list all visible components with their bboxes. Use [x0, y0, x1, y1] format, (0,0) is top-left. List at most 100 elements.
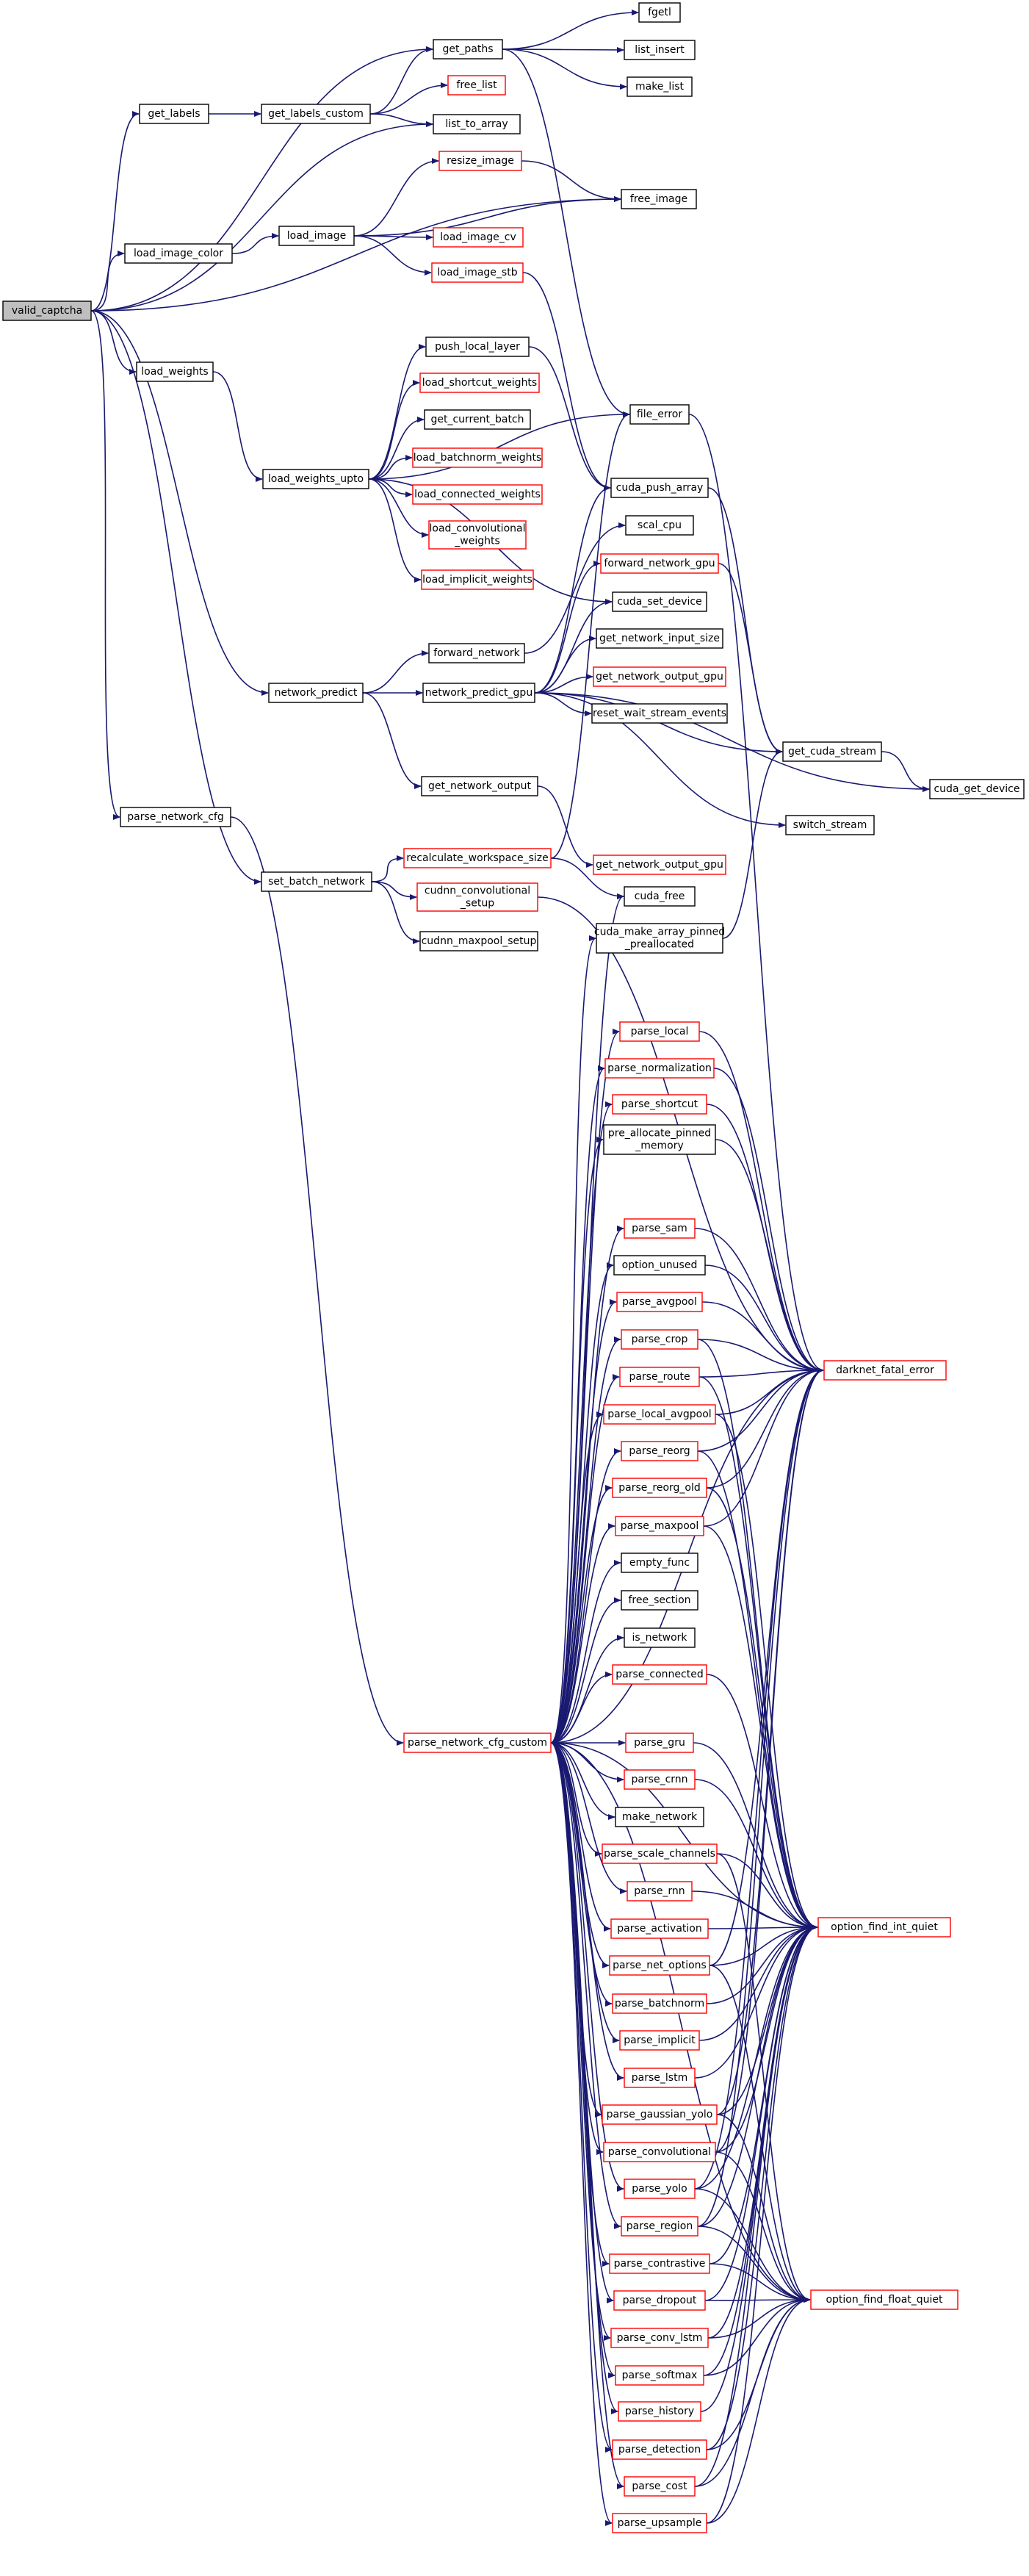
node-load-weights-upto[interactable]: load_weights_upto: [262, 469, 369, 489]
node-make-network[interactable]: make_network: [615, 1807, 704, 1827]
node-get-current-batch[interactable]: get_current_batch: [424, 409, 531, 430]
node-parse-network-cfg[interactable]: parse_network_cfg: [120, 807, 231, 827]
node-load-implicit-weights[interactable]: load_implicit_weights: [421, 569, 534, 590]
edge-parse-connected-to-option-find-int-quiet: [706, 1674, 818, 1930]
node-make-list[interactable]: make_list: [627, 76, 693, 97]
node-get-cuda-stream[interactable]: get_cuda_stream: [782, 741, 882, 762]
node-box: [433, 114, 521, 134]
node-cuda-free[interactable]: cuda_free: [624, 886, 696, 907]
node-load-image-stb[interactable]: load_image_stb: [431, 262, 524, 283]
node-parse-activation[interactable]: parse_activation: [610, 1918, 709, 1939]
edge-parse-region-to-option-find-int-quiet: [697, 1924, 818, 2227]
node-parse-contrastive[interactable]: parse_contrastive: [609, 2253, 710, 2274]
node-parse-batchnorm[interactable]: parse_batchnorm: [612, 1993, 707, 2014]
node-parse-scale-channels[interactable]: parse_scale_channels: [602, 1843, 718, 1864]
node-parse-upsample[interactable]: parse_upsample: [612, 2513, 707, 2533]
node-recalculate-workspace-size[interactable]: recalculate_workspace_size: [403, 848, 552, 868]
node-load-shortcut-weights[interactable]: load_shortcut_weights: [419, 373, 540, 393]
edge-get-labels-custom-to-free-list: [369, 82, 448, 115]
node-parse-lstm[interactable]: parse_lstm: [624, 2068, 696, 2088]
node-parse-maxpool[interactable]: parse_maxpool: [615, 1516, 704, 1536]
node-parse-implicit[interactable]: parse_implicit: [619, 2030, 700, 2051]
node-parse-rnn[interactable]: parse_rnn: [627, 1881, 693, 1902]
node-get-network-input-size[interactable]: get_network_input_size: [596, 628, 723, 649]
node-option-find-int-quiet[interactable]: option_find_int_quiet: [817, 1917, 951, 1938]
node-get-labels-custom[interactable]: get_labels_custom: [261, 104, 371, 124]
node-parse-reorg[interactable]: parse_reorg: [621, 1441, 698, 1461]
node-parse-normalization[interactable]: parse_normalization: [604, 1058, 715, 1079]
edge-parse-cost-to-option-find-int-quiet: [694, 1924, 818, 2487]
node-load-weights[interactable]: load_weights: [136, 361, 214, 382]
node-forward-network-gpu[interactable]: forward_network_gpu: [600, 553, 719, 574]
node-parse-crop[interactable]: parse_crop: [621, 1329, 698, 1350]
node-reset-wait-stream-events[interactable]: reset_wait_stream_events: [591, 703, 728, 724]
node-parse-net-options[interactable]: parse_net_options: [609, 1955, 710, 1976]
node-parse-yolo[interactable]: parse_yolo: [624, 2179, 696, 2199]
node-list-to-array[interactable]: list_to_array: [433, 114, 521, 134]
node-parse-gaussian-yolo[interactable]: parse_gaussian_yolo: [602, 2104, 718, 2125]
node-load-image[interactable]: load_image: [278, 226, 355, 246]
node-free-list[interactable]: free_list: [447, 75, 506, 96]
node-parse-reorg-old[interactable]: parse_reorg_old: [612, 1478, 707, 1498]
node-valid-captcha[interactable]: valid_captcha: [2, 301, 92, 321]
node-resize-image[interactable]: resize_image: [438, 151, 522, 171]
node-list-insert[interactable]: list_insert: [624, 40, 696, 60]
node-parse-cost[interactable]: parse_cost: [624, 2476, 696, 2497]
node-parse-avgpool[interactable]: parse_avgpool: [616, 1292, 703, 1312]
node-free-section[interactable]: free_section: [621, 1590, 698, 1611]
node-parse-sam[interactable]: parse_sam: [624, 1218, 696, 1239]
node-parse-history[interactable]: parse_history: [618, 2401, 701, 2422]
node-network-predict-gpu[interactable]: network_predict_gpu: [422, 683, 535, 703]
node-parse-dropout[interactable]: parse_dropout: [613, 2290, 706, 2311]
node-box: [625, 1733, 694, 1753]
node-parse-local-avgpool[interactable]: parse_local_avgpool: [603, 1404, 716, 1425]
node-parse-conv-lstm[interactable]: parse_conv_lstm: [610, 2328, 709, 2348]
node-parse-network-cfg-custom[interactable]: parse_network_cfg_custom: [403, 1733, 552, 1753]
node-cuda-set-device[interactable]: cuda_set_device: [612, 591, 707, 612]
node-load-connected-weights[interactable]: load_connected_weights: [412, 484, 543, 505]
node-forward-network[interactable]: forward_network: [428, 643, 525, 663]
node-parse-crnn[interactable]: parse_crnn: [624, 1769, 696, 1790]
node-switch-stream[interactable]: switch_stream: [785, 815, 875, 835]
node-file-error[interactable]: file_error: [629, 404, 690, 425]
node-get-labels[interactable]: get_labels: [139, 104, 209, 124]
node-darknet-fatal-error[interactable]: darknet_fatal_error: [823, 1360, 947, 1381]
node-load-batchnorm-weights[interactable]: load_batchnorm_weights: [412, 447, 543, 468]
node-get-network-output[interactable]: get_network_output: [421, 776, 538, 796]
node-parse-gru[interactable]: parse_gru: [625, 1733, 694, 1753]
node-cudnn-maxpool-setup[interactable]: cudnn_maxpool_setup: [419, 931, 538, 951]
node-get-network-output-gpu2[interactable]: get_network_output_gpu: [593, 855, 726, 875]
node-scal-cpu[interactable]: scal_cpu: [625, 515, 694, 536]
node-parse-route[interactable]: parse_route: [619, 1367, 700, 1387]
node-load-convolutional-weights[interactable]: load_convolutional_weights: [428, 520, 527, 550]
node-empty-func[interactable]: empty_func: [621, 1553, 698, 1573]
node-option-unused[interactable]: option_unused: [613, 1255, 706, 1276]
node-set-batch-network[interactable]: set_batch_network: [261, 871, 372, 892]
node-parse-detection[interactable]: parse_detection: [612, 2439, 707, 2460]
node-option-find-float-quiet[interactable]: option_find_float_quiet: [810, 2289, 958, 2310]
node-parse-connected[interactable]: parse_connected: [612, 1664, 707, 1685]
node-cuda-make-array-pinned-preallocated[interactable]: cuda_make_array_pinned_preallocated: [594, 923, 725, 954]
node-free-image[interactable]: free_image: [621, 189, 697, 209]
node-pre-allocate-pinned-memory[interactable]: pre_allocate_pinned_memory: [603, 1124, 716, 1155]
node-push-local-layer[interactable]: push_local_layer: [425, 337, 530, 357]
node-label: resize_image: [447, 155, 514, 167]
node-cuda-push-array[interactable]: cuda_push_array: [610, 478, 709, 498]
node-is-network[interactable]: is_network: [624, 1627, 696, 1648]
node-cudnn-convolutional-setup[interactable]: cudnn_convolutional_setup: [416, 882, 538, 912]
node-box: [268, 683, 364, 703]
edge-parse-convolutional-to-darknet-fatal-error: [715, 1367, 824, 2153]
node-load-image-cv[interactable]: load_image_cv: [433, 227, 524, 248]
node-cuda-get-device[interactable]: cuda_get_device: [929, 779, 1025, 799]
node-network-predict[interactable]: network_predict: [268, 683, 364, 703]
node-get-network-output-gpu[interactable]: get_network_output_gpu: [593, 666, 726, 687]
node-parse-local[interactable]: parse_local: [619, 1021, 700, 1042]
node-parse-convolutional[interactable]: parse_convolutional: [603, 2142, 716, 2162]
node-parse-shortcut[interactable]: parse_shortcut: [612, 1094, 707, 1115]
node-fgetl[interactable]: fgetl: [638, 2, 681, 23]
node-box: [278, 226, 355, 246]
node-get-paths[interactable]: get_paths: [433, 39, 503, 60]
node-parse-region[interactable]: parse_region: [621, 2216, 698, 2237]
node-parse-softmax[interactable]: parse_softmax: [615, 2365, 704, 2386]
node-load-image-color[interactable]: load_image_color: [124, 243, 233, 264]
